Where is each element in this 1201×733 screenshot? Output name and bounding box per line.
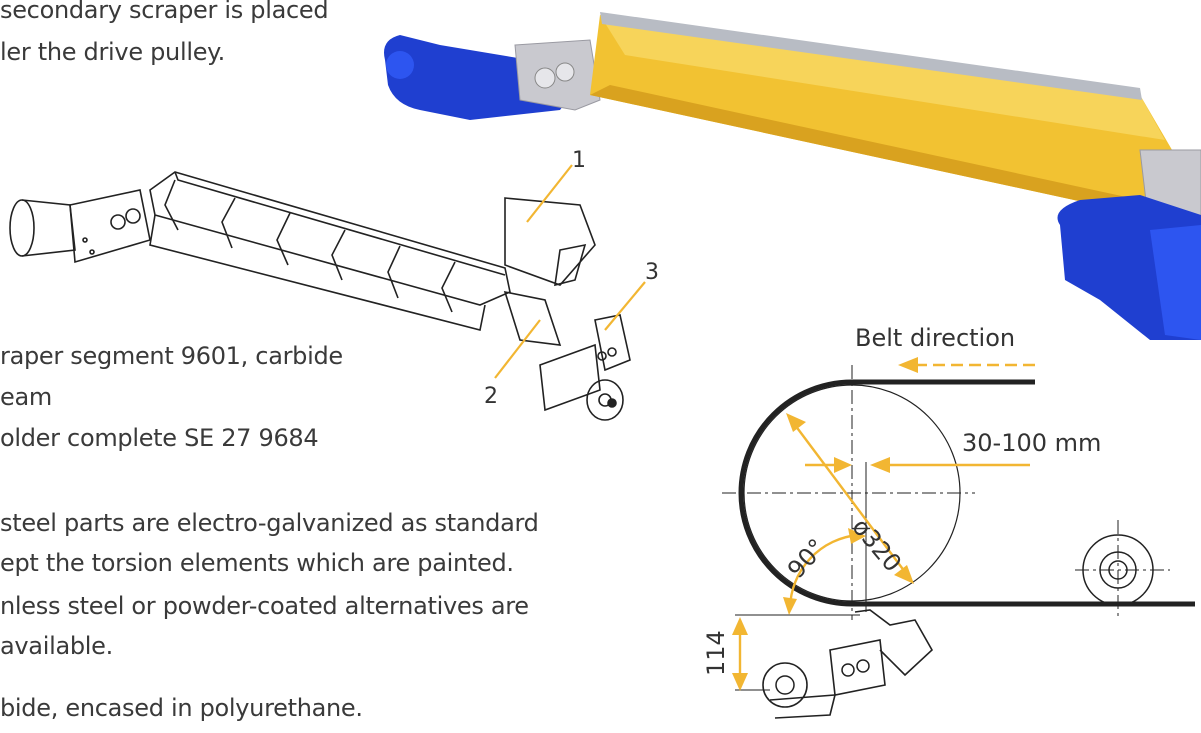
finish-line-2: ept the torsion elements which are paint…	[0, 549, 514, 577]
material-line-1: bide, encased in polyurethane.	[0, 694, 363, 722]
finish-line-3: nless steel or powder-coated alternative…	[0, 592, 529, 620]
snub-pulley	[1082, 534, 1154, 606]
height-label: 114	[702, 630, 730, 676]
distance-label: 30-100 mm	[962, 429, 1102, 457]
callout-leader-2	[494, 319, 541, 379]
legend-item-3: older complete SE 27 9684	[0, 424, 319, 452]
finish-line-4: available.	[0, 632, 113, 660]
callout-leader-1	[526, 164, 573, 223]
callout-2: 2	[484, 384, 498, 409]
legend-item-1: raper segment 9601, carbide	[0, 342, 343, 370]
intro-line-1: secondary scraper is placed	[0, 0, 329, 24]
legend-item-2: eam	[0, 383, 52, 411]
belt-direction-label: Belt direction	[855, 324, 1016, 352]
intro-line-2: ler the drive pulley.	[0, 38, 225, 66]
callout-1: 1	[572, 148, 586, 173]
callout-3: 3	[645, 260, 659, 285]
callout-leader-3	[604, 281, 646, 331]
finish-line-1: steel parts are electro-galvanized as st…	[0, 509, 539, 537]
